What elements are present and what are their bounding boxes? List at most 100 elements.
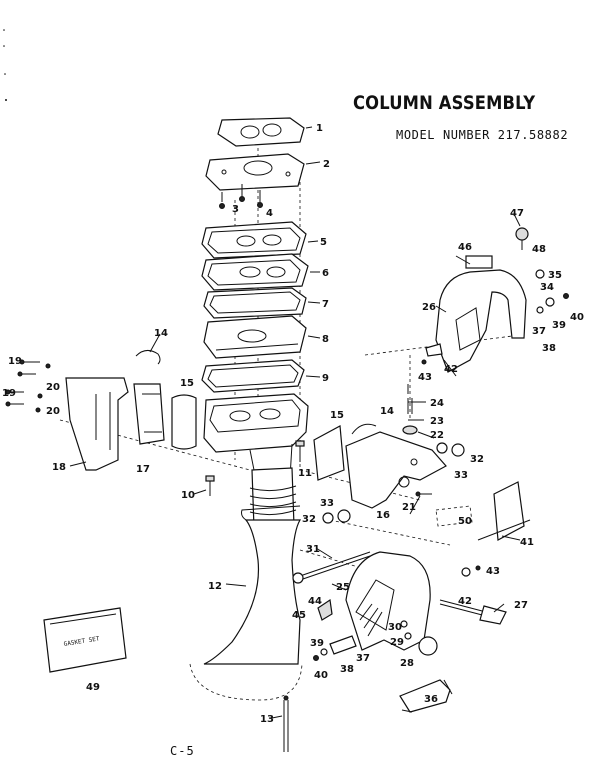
bolt-43-lower	[461, 565, 481, 577]
callout-47: 47	[510, 208, 524, 219]
gasket-6	[201, 253, 309, 291]
screws-19-20	[5, 359, 51, 413]
callout-41: 41	[520, 537, 534, 548]
shroud-18	[65, 377, 129, 471]
callout-36: 36	[424, 694, 438, 705]
callout-39-lower: 39	[310, 638, 324, 649]
bolt-31	[292, 551, 371, 584]
gasket-7	[203, 287, 307, 319]
callout-13: 13	[260, 714, 274, 725]
leader-lines	[69, 126, 521, 719]
callout-44: 44	[308, 596, 322, 607]
callout-34: 34	[540, 282, 554, 293]
callout-32-a: 32	[470, 454, 484, 465]
callout-33-a: 33	[454, 470, 468, 481]
washers-37-40-lower	[313, 635, 357, 661]
callout-6: 6	[322, 268, 329, 279]
callout-38-lower: 38	[340, 664, 354, 675]
clip-14	[135, 350, 161, 365]
bolt-21	[415, 491, 432, 497]
callout-24: 24	[430, 398, 444, 409]
callout-30: 30	[388, 622, 402, 633]
clamp-bracket-25	[345, 551, 431, 651]
callout-35: 35	[548, 270, 562, 281]
callout-2: 2	[323, 159, 330, 170]
callout-23: 23	[430, 416, 444, 427]
callout-5: 5	[320, 237, 327, 248]
callout-42: 42	[458, 596, 472, 607]
callout-8: 8	[322, 334, 329, 345]
callout-42-upper: 42	[444, 364, 458, 375]
callout-37-lower: 37	[356, 653, 370, 664]
callout-46: 46	[458, 242, 472, 253]
callout-49: 49	[86, 682, 100, 693]
callout-40: 40	[570, 312, 584, 323]
callout-16: 16	[376, 510, 390, 521]
model-number: MODEL NUMBER 217.58882	[396, 128, 569, 142]
page-number: C-5	[170, 744, 195, 758]
callout-43-upper: 43	[418, 372, 432, 383]
callout-21: 21	[402, 502, 416, 513]
callout-29: 29	[390, 637, 404, 648]
pad-28	[418, 636, 438, 656]
callout-3: 3	[232, 204, 239, 215]
knob-47	[515, 227, 529, 250]
callout-11: 11	[298, 468, 312, 479]
clip-14-right	[351, 423, 377, 435]
clamp-bracket-26	[435, 255, 527, 373]
gasket-set-card-49	[43, 607, 127, 673]
callout-20-a: 20	[46, 382, 60, 393]
callout-14: 14	[154, 328, 168, 339]
gasket-1	[217, 117, 305, 147]
callout-37: 37	[532, 326, 546, 337]
callout-48: 48	[532, 244, 546, 255]
callout-7: 7	[322, 299, 329, 310]
callout-31: 31	[306, 544, 320, 555]
callout-32-b: 32	[302, 514, 316, 525]
bolt-10	[205, 475, 215, 496]
washers-32-33	[322, 442, 465, 524]
callout-19-a: 19	[8, 356, 22, 367]
plate-8	[203, 315, 307, 359]
column-leg-12	[189, 505, 303, 701]
callout-18: 18	[52, 462, 66, 473]
gasket-9	[201, 359, 305, 393]
callout-45: 45	[292, 610, 306, 621]
callout-40-lower: 40	[314, 670, 328, 681]
washer-29-30	[400, 620, 412, 640]
callout-14-right: 14	[380, 406, 394, 417]
washers-34-40	[535, 269, 569, 314]
callout-1: 1	[316, 123, 323, 134]
screws-3-4	[219, 184, 263, 209]
callout-17: 17	[136, 464, 150, 475]
washers-22-23	[402, 398, 418, 435]
bracket-36	[399, 679, 451, 713]
callout-28: 28	[400, 658, 414, 669]
plate-50	[435, 505, 473, 527]
bolt-42-43	[421, 343, 443, 365]
callout-43: 43	[486, 566, 500, 577]
callout-4: 4	[266, 208, 273, 219]
bolt-11	[295, 440, 305, 462]
plate-2	[205, 153, 305, 191]
callout-33-b: 33	[320, 498, 334, 509]
margin-marks	[3, 29, 7, 101]
callout-38: 38	[542, 343, 556, 354]
callout-26: 26	[422, 302, 436, 313]
callout-22: 22	[430, 430, 444, 441]
stop-44-45	[317, 598, 333, 621]
callout-19-b: 19	[2, 388, 16, 399]
cover-15-right	[313, 425, 345, 481]
diagram-title: COLUMN ASSEMBLY	[353, 92, 536, 114]
callout-39: 39	[552, 320, 566, 331]
cover-15	[171, 394, 197, 450]
callout-9: 9	[322, 373, 329, 384]
gasket-5	[201, 221, 307, 259]
callout-20-b: 20	[46, 406, 60, 417]
callout-15: 15	[180, 378, 194, 389]
callout-27: 27	[514, 600, 528, 611]
callout-12: 12	[208, 581, 222, 592]
